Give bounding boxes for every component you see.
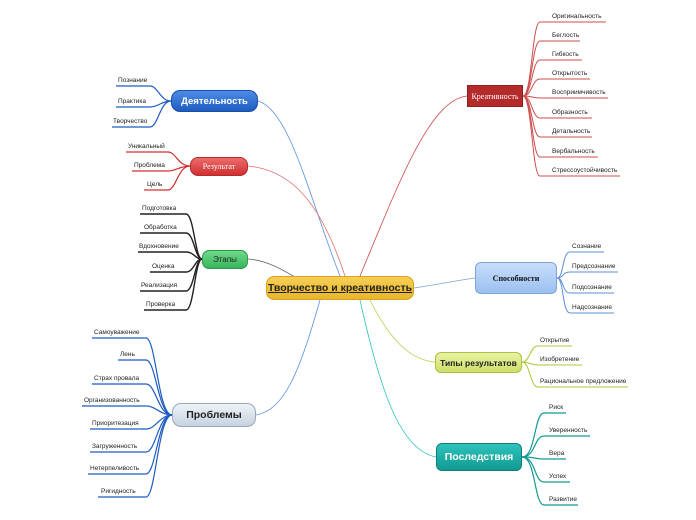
central-topic[interactable]: Творчество и креативность [266, 276, 414, 300]
subtopic-podsoznanie[interactable]: Подсознание [572, 284, 612, 291]
topic-posledstviya[interactable]: Последствия [436, 443, 522, 471]
subtopic-tsel[interactable]: Цель [147, 181, 163, 188]
subtopic-poznanie[interactable]: Познание [118, 77, 148, 84]
subtopic-praktika[interactable]: Практика [118, 98, 147, 105]
topic-sposobnosti[interactable]: Способности [475, 262, 557, 294]
topic-etapy[interactable]: Этапы [202, 250, 248, 269]
subtopic-unikalnyy[interactable]: Уникальный [128, 143, 165, 150]
subtopic-otsenka[interactable]: Оценка [152, 263, 175, 270]
subtopic-prioritezatsiya[interactable]: Приоритезация [92, 420, 139, 427]
subtopic-uspekh[interactable]: Успех [549, 473, 567, 480]
subtopic-uverennost[interactable]: Уверенность [549, 427, 588, 434]
subtopic-beglost[interactable]: Беглость [552, 32, 580, 39]
subtopic-ratsionalnoe-predlozhenie[interactable]: Рациональное предложение [540, 378, 627, 385]
subtopic-izobretenie[interactable]: Изобретение [540, 356, 580, 363]
subtopic-stressoustoychivost[interactable]: Стрессоустойчивость [552, 167, 618, 174]
topic-kreativnost[interactable]: Креативность [467, 85, 523, 107]
subtopic-gibkost[interactable]: Гибкость [552, 51, 579, 58]
subtopic-obraznost[interactable]: Образность [552, 109, 588, 116]
subtopic-tvorchestvo[interactable]: Творчество [113, 118, 148, 125]
subtopic-rigidnost[interactable]: Ригидность [101, 488, 136, 495]
subtopic-vdokhnovenie[interactable]: Вдохновение [139, 243, 179, 250]
subtopic-proverka[interactable]: Проверка [146, 301, 176, 308]
subtopic-nadsoznanie[interactable]: Надсознание [572, 304, 612, 311]
subtopic-realizatsiya[interactable]: Реализация [141, 282, 178, 289]
subtopic-predsoznanie[interactable]: Предсознание [572, 263, 616, 270]
topic-rezultat[interactable]: Результат [190, 157, 248, 176]
subtopic-soznanie[interactable]: Сознание [572, 243, 602, 250]
subtopic-len[interactable]: Лень [120, 351, 135, 358]
subtopic-otkrytie[interactable]: Открытие [540, 337, 570, 344]
topic-problemy[interactable]: Проблемы [172, 403, 256, 427]
subtopic-razvitie[interactable]: Развитие [549, 496, 577, 503]
subtopic-otkrytost[interactable]: Открытость [552, 70, 588, 77]
subtopic-vera[interactable]: Вера [549, 450, 565, 457]
subtopic-strakh-provala[interactable]: Страх провала [94, 375, 140, 382]
subtopic-podgotovka[interactable]: Подготовка [142, 205, 177, 212]
subtopic-obrabotka[interactable]: Обработка [144, 224, 177, 231]
subtopic-originalnost[interactable]: Оригинальность [552, 13, 602, 20]
topic-deyatelnost[interactable]: Деятельность [171, 90, 258, 112]
subtopic-risk[interactable]: Риск [549, 404, 564, 411]
subtopic-problema[interactable]: Проблема [134, 162, 165, 169]
subtopic-samouvazhenie[interactable]: Самоуважение [94, 329, 140, 336]
subtopic-verbalnost[interactable]: Вербальность [552, 148, 595, 155]
topic-tipy-rezultatov[interactable]: Типы результатов [435, 352, 522, 373]
subtopic-zagruzhennost[interactable]: Загруженность [92, 443, 138, 450]
subtopic-organizovannost[interactable]: Организованность [84, 397, 140, 404]
subtopic-vospriimchivost[interactable]: Восприимчивость [552, 89, 606, 96]
subtopic-detalnost[interactable]: Детальность [552, 128, 591, 135]
subtopic-neterpelivost[interactable]: Нетерпеливость [90, 465, 140, 472]
